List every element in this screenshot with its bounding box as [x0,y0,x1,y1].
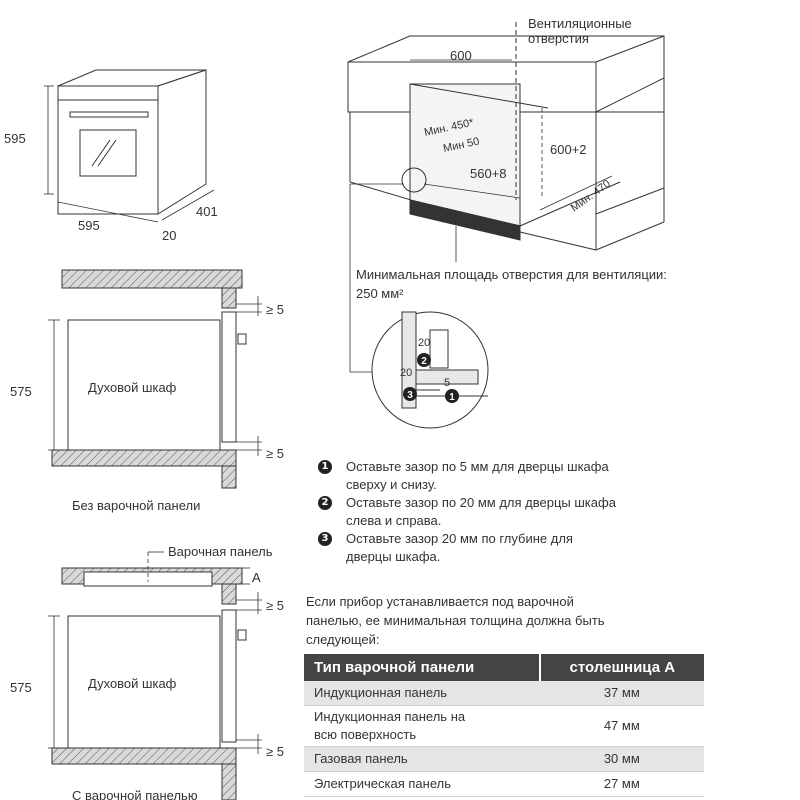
table-cell-type: Газовая панель [304,746,540,772]
vent-holes-label: Вентиляционные отверстия [528,16,635,46]
side2-oven-label: Духовой шкаф [88,676,177,691]
table-cell-value: 27 мм [539,771,704,797]
instruction-text-2: Оставьте зазор по 20 мм для дверцы шкафа… [346,495,616,528]
cabinet-3d-drawing [347,22,665,262]
table-header-worktop: столешница A [538,654,704,681]
instruction-3: 3 Оставьте зазор 20 мм по глубине для дв… [318,530,698,566]
vent-area-note: Минимальная площадь отверстия для вентил… [356,267,667,301]
hob-thickness-note: Если прибор устанавливается под варочной… [306,594,605,647]
detail-marker-1: 1 [445,389,459,403]
detail-leader [349,183,404,373]
instruction-badge-1: 1 [318,460,332,474]
side-view-no-hob [48,269,262,489]
oven-depth-label: 401 [196,204,218,219]
niche-height-600: 600+2 [550,142,587,157]
instruction-1: 1 Оставьте зазор по 5 мм для дверцы шкаф… [318,458,698,494]
worktop-a-label: A [252,570,261,585]
side1-caption: Без варочной панели [72,498,200,513]
oven-door-label: 20 [162,228,176,243]
side2-height: 575 [10,680,32,695]
detail-20-top: 20 [418,337,430,349]
table-row: Газовая панель 30 мм [304,746,704,772]
instruction-badge-2: 2 [318,496,332,510]
instruction-badge-3: 3 [318,532,332,546]
table-row: Индукционная панель на всю поверхность 4… [304,705,704,747]
table-row: Электрическая панель 27 мм [304,771,704,797]
side1-height: 575 [10,384,32,399]
table-cell-type: Индукционная панель [304,681,540,706]
detail-marker-2: 2 [417,353,431,367]
table-cell-value: 47 мм [539,705,704,747]
svg-text:2: 2 [421,356,427,367]
table-cell-type: Электрическая панель [304,771,540,797]
instruction-text-1: Оставьте зазор по 5 мм для дверцы шкафа … [346,459,609,492]
niche-width-560: 560+8 [470,166,507,181]
table-header-row: Тип варочной панели столешница A [304,654,704,681]
side1-gap-bottom: ≥ 5 [266,446,284,461]
cabinet-width-600: 600 [450,48,472,63]
oven-height-label: 595 [4,131,26,146]
detail-20-left: 20 [400,367,412,379]
detail-circle [371,311,489,429]
oven-3d-drawing [44,69,215,223]
detail-marker-3: 3 [403,387,417,401]
table-row: Индукционная панель 37 мм [304,681,704,706]
hob-thickness-table: Тип варочной панели столешница A Индукци… [304,654,704,797]
table-cell-value: 37 мм [539,681,704,706]
oven-width-label: 595 [78,218,100,233]
table-cell-value: 30 мм [539,746,704,772]
svg-text:1: 1 [449,392,455,403]
svg-text:3: 3 [407,390,413,401]
detail-5: 5 [444,377,450,389]
side2-gap-top: ≥ 5 [266,598,284,613]
instruction-text-3: Оставьте зазор 20 мм по глубине для двер… [346,531,573,564]
side1-gap-top: ≥ 5 [266,302,284,317]
side-view-with-hob [48,551,262,800]
table-header-type: Тип варочной панели [304,654,540,681]
table-cell-type: Индукционная панель на всю поверхность [304,705,540,747]
instructions-list: 1 Оставьте зазор по 5 мм для дверцы шкаф… [318,458,698,566]
side2-gap-bottom: ≥ 5 [266,744,284,759]
side2-caption: С варочной панелью [72,788,198,800]
side1-oven-label: Духовой шкаф [88,380,177,395]
instruction-2: 2 Оставьте зазор по 20 мм для дверцы шка… [318,494,698,530]
hob-label: Варочная панель [168,544,273,559]
